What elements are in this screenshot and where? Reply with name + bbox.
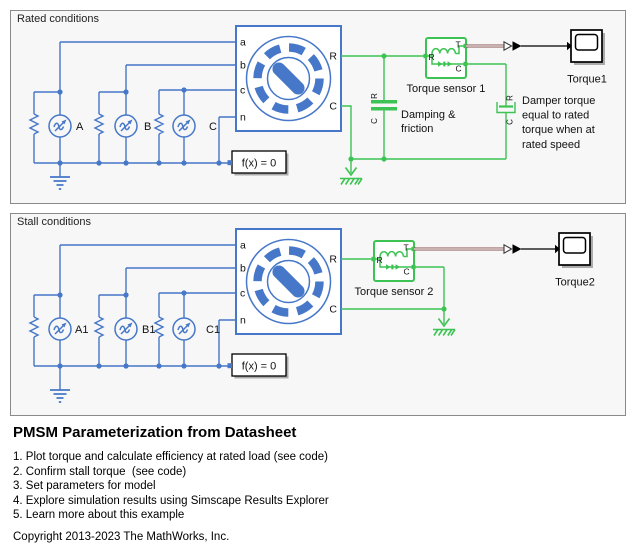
ac-source-c-icon[interactable]: [172, 114, 196, 138]
ac-source-b-icon[interactable]: [114, 114, 138, 138]
torque-sensor-block[interactable]: R T C: [423, 37, 468, 79]
sensor-port-T: T: [404, 243, 409, 253]
page-title: PMSM Parameterization from Datasheet: [13, 424, 297, 441]
port-label-a: a: [240, 37, 246, 49]
scope-label: Torque2: [555, 277, 595, 289]
simulink-arrow: [512, 244, 522, 254]
svg-text:Damper torque: Damper torque: [522, 95, 595, 107]
scope-block[interactable]: [558, 232, 593, 268]
signal-line-to-scope[interactable]: [466, 40, 572, 52]
solver-configuration-block[interactable]: f(x) = 0: [227, 353, 289, 379]
scope-label: Torque1: [567, 74, 607, 86]
instruction-item-3: 3. Set parameters for model: [13, 480, 156, 493]
source-a-label: A: [76, 121, 84, 133]
svg-text:rated speed: rated speed: [522, 139, 580, 151]
wire[interactable]: [33, 244, 236, 390]
solver-configuration-block[interactable]: f(x) = 0: [227, 150, 289, 176]
electrical-ground-icon[interactable]: [50, 389, 70, 403]
port-label-R: R: [329, 51, 337, 63]
ac-source-c1-icon[interactable]: [172, 317, 196, 341]
wire[interactable]: [33, 41, 236, 177]
electrical-ground-icon[interactable]: [50, 176, 70, 190]
pmsm-motor-block[interactable]: a b c n R C: [235, 228, 342, 335]
solver-label: f(x) = 0: [242, 361, 277, 373]
junction-dots: [57, 87, 222, 166]
port-label-b: b: [240, 263, 246, 275]
damper-port-R: R: [506, 95, 515, 101]
stall-conditions-label: Stall conditions: [17, 216, 91, 228]
source-b1-label: B1: [142, 324, 155, 336]
torque-sensor-block[interactable]: R T C: [371, 240, 416, 282]
pmsm-motor-icon: [245, 35, 332, 122]
instruction-list: 1. Plot torque and calculate efficiency …: [13, 450, 329, 523]
sensor-port-C: C: [456, 64, 462, 74]
port-label-n: n: [240, 315, 246, 327]
port-label-R: R: [329, 254, 337, 266]
sensor-port-R: R: [377, 255, 383, 265]
ac-source-a-icon[interactable]: [48, 114, 72, 138]
svg-text:friction: friction: [401, 123, 433, 135]
three-phase-supply-network[interactable]: A1 B1 C1: [28, 244, 236, 403]
sensor-port-T: T: [456, 40, 461, 50]
rated-conditions-label: Rated conditions: [17, 13, 99, 25]
torque-sensor-icon: [426, 45, 464, 67]
ps-output-arrow: [503, 40, 513, 52]
instruction-item-5: 5. Learn more about this example: [13, 509, 185, 522]
damper-torque-icon[interactable]: [496, 102, 516, 114]
port-label-C: C: [329, 304, 337, 316]
simulink-arrow: [512, 41, 522, 51]
torque-sensor-label: Torque sensor 1: [407, 83, 486, 95]
pmsm-motor-block[interactable]: a b c n R C: [235, 25, 342, 132]
damper-friction-icon[interactable]: [371, 100, 397, 111]
resistor-icon[interactable]: [28, 316, 165, 338]
sensor-port-R: R: [429, 52, 435, 62]
signal-line-to-scope[interactable]: [414, 243, 560, 255]
description-section: PMSM Parameterization from Datasheet 1. …: [13, 424, 329, 543]
port-label-C: C: [329, 101, 337, 113]
sensor-port-C: C: [404, 267, 410, 277]
solver-label: f(x) = 0: [242, 158, 277, 170]
damper-port-C: C: [506, 119, 515, 125]
pmsm-motor-icon: [245, 238, 332, 325]
source-c-label: C: [209, 121, 217, 133]
source-a1-label: A1: [75, 324, 88, 336]
svg-text:equal to rated: equal to rated: [522, 110, 589, 122]
scope-screen-icon: [574, 33, 599, 51]
mechanical-network[interactable]: [341, 258, 456, 336]
port-label-c: c: [240, 85, 245, 97]
three-phase-supply-network[interactable]: A B C: [28, 41, 236, 190]
source-c1-label: C1: [206, 324, 220, 336]
rotational-ground-icon[interactable]: [340, 167, 363, 185]
port-label-b: b: [240, 60, 246, 72]
ac-source-b1-icon[interactable]: [114, 317, 138, 341]
source-b-label: B: [144, 121, 151, 133]
torque-sensor-icon: [374, 248, 412, 270]
rated-conditions-area[interactable]: Rated conditions: [10, 10, 626, 204]
port-label-a: a: [240, 240, 246, 252]
rotational-ground-icon[interactable]: [433, 318, 456, 336]
mechanical-network[interactable]: R C R C: [340, 53, 516, 185]
scope-block[interactable]: [570, 29, 605, 65]
instruction-item-1: 1. Plot torque and calculate efficiency …: [13, 451, 328, 463]
copyright-text: Copyright 2013-2023 The MathWorks, Inc.: [13, 530, 230, 543]
port-label-n: n: [240, 112, 246, 124]
instruction-item-4: 4. Explore simulation results using Sims…: [13, 494, 329, 507]
damping-annotation: Damping &: [401, 109, 456, 121]
ps-output-arrow: [503, 243, 513, 255]
damper-torque-annotation: Damper torque equal to rated torque when…: [522, 95, 595, 151]
junction-dots: [57, 290, 222, 369]
ac-source-a1-icon[interactable]: [48, 317, 72, 341]
stall-conditions-area[interactable]: Stall conditions: [10, 213, 626, 416]
instruction-item-2: 2. Confirm stall torque (see code): [13, 465, 187, 478]
torque-sensor-label: Torque sensor 2: [355, 286, 434, 298]
wire[interactable]: [341, 258, 445, 324]
damper-port-C: C: [370, 118, 379, 124]
damper-port-R: R: [370, 93, 379, 99]
port-label-c: c: [240, 288, 245, 300]
resistor-icon[interactable]: [28, 113, 165, 135]
svg-text:torque when at: torque when at: [522, 124, 595, 136]
scope-screen-icon: [562, 236, 587, 254]
